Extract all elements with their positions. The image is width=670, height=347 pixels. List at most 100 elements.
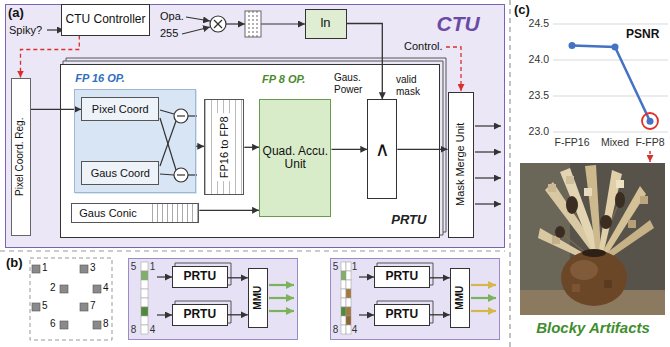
comparator-box: ∧ <box>367 99 397 199</box>
ctu-instance: PRTUPRTUMMU5184 <box>128 258 298 340</box>
datapath-wire <box>261 23 305 24</box>
ctu-instance: PRTUPRTUMMU5184 <box>330 258 500 340</box>
separator-line <box>0 0 510 347</box>
converter-box: FP16 to FP8 <box>204 99 244 195</box>
tile-bitmap-bar <box>141 262 351 334</box>
artifact-photo <box>572 284 580 292</box>
box-label: Pixel Coord. Reg. <box>15 117 27 195</box>
annotation-label: Control. <box>404 40 443 53</box>
block-title: 1 <box>150 261 156 273</box>
prtu-block: Pixel CoordGaus Coord FP 16 OP. FP16 to FP… <box>60 64 440 238</box>
output-arrow <box>471 297 496 299</box>
container-fill <box>75 90 197 194</box>
coord-box: Pixel Coord <box>81 97 159 121</box>
output-arrow <box>269 297 294 299</box>
pipeline-register <box>253 11 254 37</box>
tile-bitmap-bar <box>141 280 148 289</box>
prtu-box: PRTU <box>374 304 430 326</box>
pixel-square <box>32 265 40 273</box>
box-label: FP16 to FP8 <box>217 113 232 181</box>
tile-bitmap-bar <box>341 289 346 298</box>
multiplier-symbol <box>214 20 222 28</box>
box-label: PRTU <box>181 308 218 322</box>
arrow-connector <box>430 314 450 315</box>
annotation-label: FP 8 OP. <box>262 73 305 86</box>
chart-gridline <box>553 24 668 132</box>
datapath-wire <box>475 177 501 178</box>
tile-bitmap-bar <box>341 271 346 280</box>
block-title: PRTU <box>391 213 426 228</box>
block-title: 4 <box>352 324 358 336</box>
psnr-line <box>647 118 654 125</box>
psnr-line <box>569 42 654 125</box>
box-label: Gaus Coord <box>89 167 152 180</box>
stacked-copy-outline <box>175 263 433 323</box>
tile-bitmap-bar <box>341 316 346 325</box>
artifact-photo <box>582 249 606 257</box>
container-fill <box>128 258 298 340</box>
box-label: Quad. Accu. Unit <box>260 145 330 173</box>
artifact-photo <box>570 260 598 280</box>
psnr-line <box>612 44 619 51</box>
tile-bitmap-bar <box>341 298 346 307</box>
pixel-square <box>80 265 88 273</box>
coord-box: Gaus Coord <box>81 161 159 185</box>
block-title: 4 <box>150 324 156 336</box>
psnr-line <box>569 42 576 49</box>
datapath-wire <box>160 121 176 166</box>
artifact-photo <box>555 226 565 238</box>
artifact-photo <box>584 188 592 196</box>
prtu-box: PRTU <box>172 304 228 326</box>
pixel-square <box>80 303 88 311</box>
tile-bitmap-bar <box>346 325 351 334</box>
tile-bitmap-bar <box>341 280 346 289</box>
pixel-square <box>93 321 101 329</box>
box-label: ln <box>318 16 332 31</box>
stacked-copy-outline <box>66 58 446 232</box>
artifact-photo <box>520 163 665 315</box>
box-label: PRTU <box>383 308 420 322</box>
datapath-wire <box>475 203 501 204</box>
stacked-copy-outline <box>63 58 446 235</box>
artifact-photo <box>600 215 612 229</box>
container-fill <box>5 4 505 340</box>
box-label: Pixel Coord <box>90 103 151 116</box>
artifact-photo <box>566 196 578 214</box>
pixel-square <box>32 265 101 329</box>
arrow-connector <box>244 147 259 148</box>
annotation-label: Spiky? <box>9 24 42 37</box>
log-unit: ln <box>305 9 347 39</box>
tile-bitmap-bar <box>141 307 148 316</box>
datapath-wire <box>186 17 210 21</box>
annotation-label: 1 <box>42 262 48 274</box>
controller-box: CTU Controller <box>61 4 149 36</box>
tile-bitmap-bar <box>141 262 148 271</box>
pixel-square <box>60 321 68 329</box>
annotation-label: PSNR <box>626 28 659 42</box>
merge-unit: Mask Merge Unit <box>448 92 474 238</box>
annotation-label: F-FP8 <box>625 136 670 148</box>
datapath-wire <box>182 27 210 34</box>
tile-bitmap-bar <box>141 298 148 307</box>
annotation-label: Blocky Artifacts <box>520 319 666 336</box>
tile-bitmap-bar <box>141 289 148 298</box>
annotation-label: Mixed <box>590 136 640 148</box>
artifact-photo <box>585 165 601 255</box>
output-arrow <box>269 284 294 286</box>
artifact-photo <box>604 280 612 288</box>
block-title: 1 <box>352 261 358 273</box>
block-title: FP 16 OP. <box>75 72 125 85</box>
tile-bitmap-bar <box>346 262 351 271</box>
pixel-group-frame <box>30 258 112 340</box>
input-arrow <box>157 314 172 315</box>
arrow-connector <box>331 149 367 150</box>
arrow-connector <box>199 210 259 211</box>
register-box: Pixel Coord. Reg. <box>11 78 31 236</box>
artifact-photo <box>561 250 627 306</box>
annotation-label: 6 <box>50 318 56 330</box>
artifact-photo <box>640 196 648 204</box>
container-fill <box>60 64 440 238</box>
annotation-label: 2 <box>50 282 56 294</box>
input-arrow <box>359 314 374 315</box>
fp16-region: Pixel CoordGaus CoordFP 16 OP. <box>74 89 196 193</box>
